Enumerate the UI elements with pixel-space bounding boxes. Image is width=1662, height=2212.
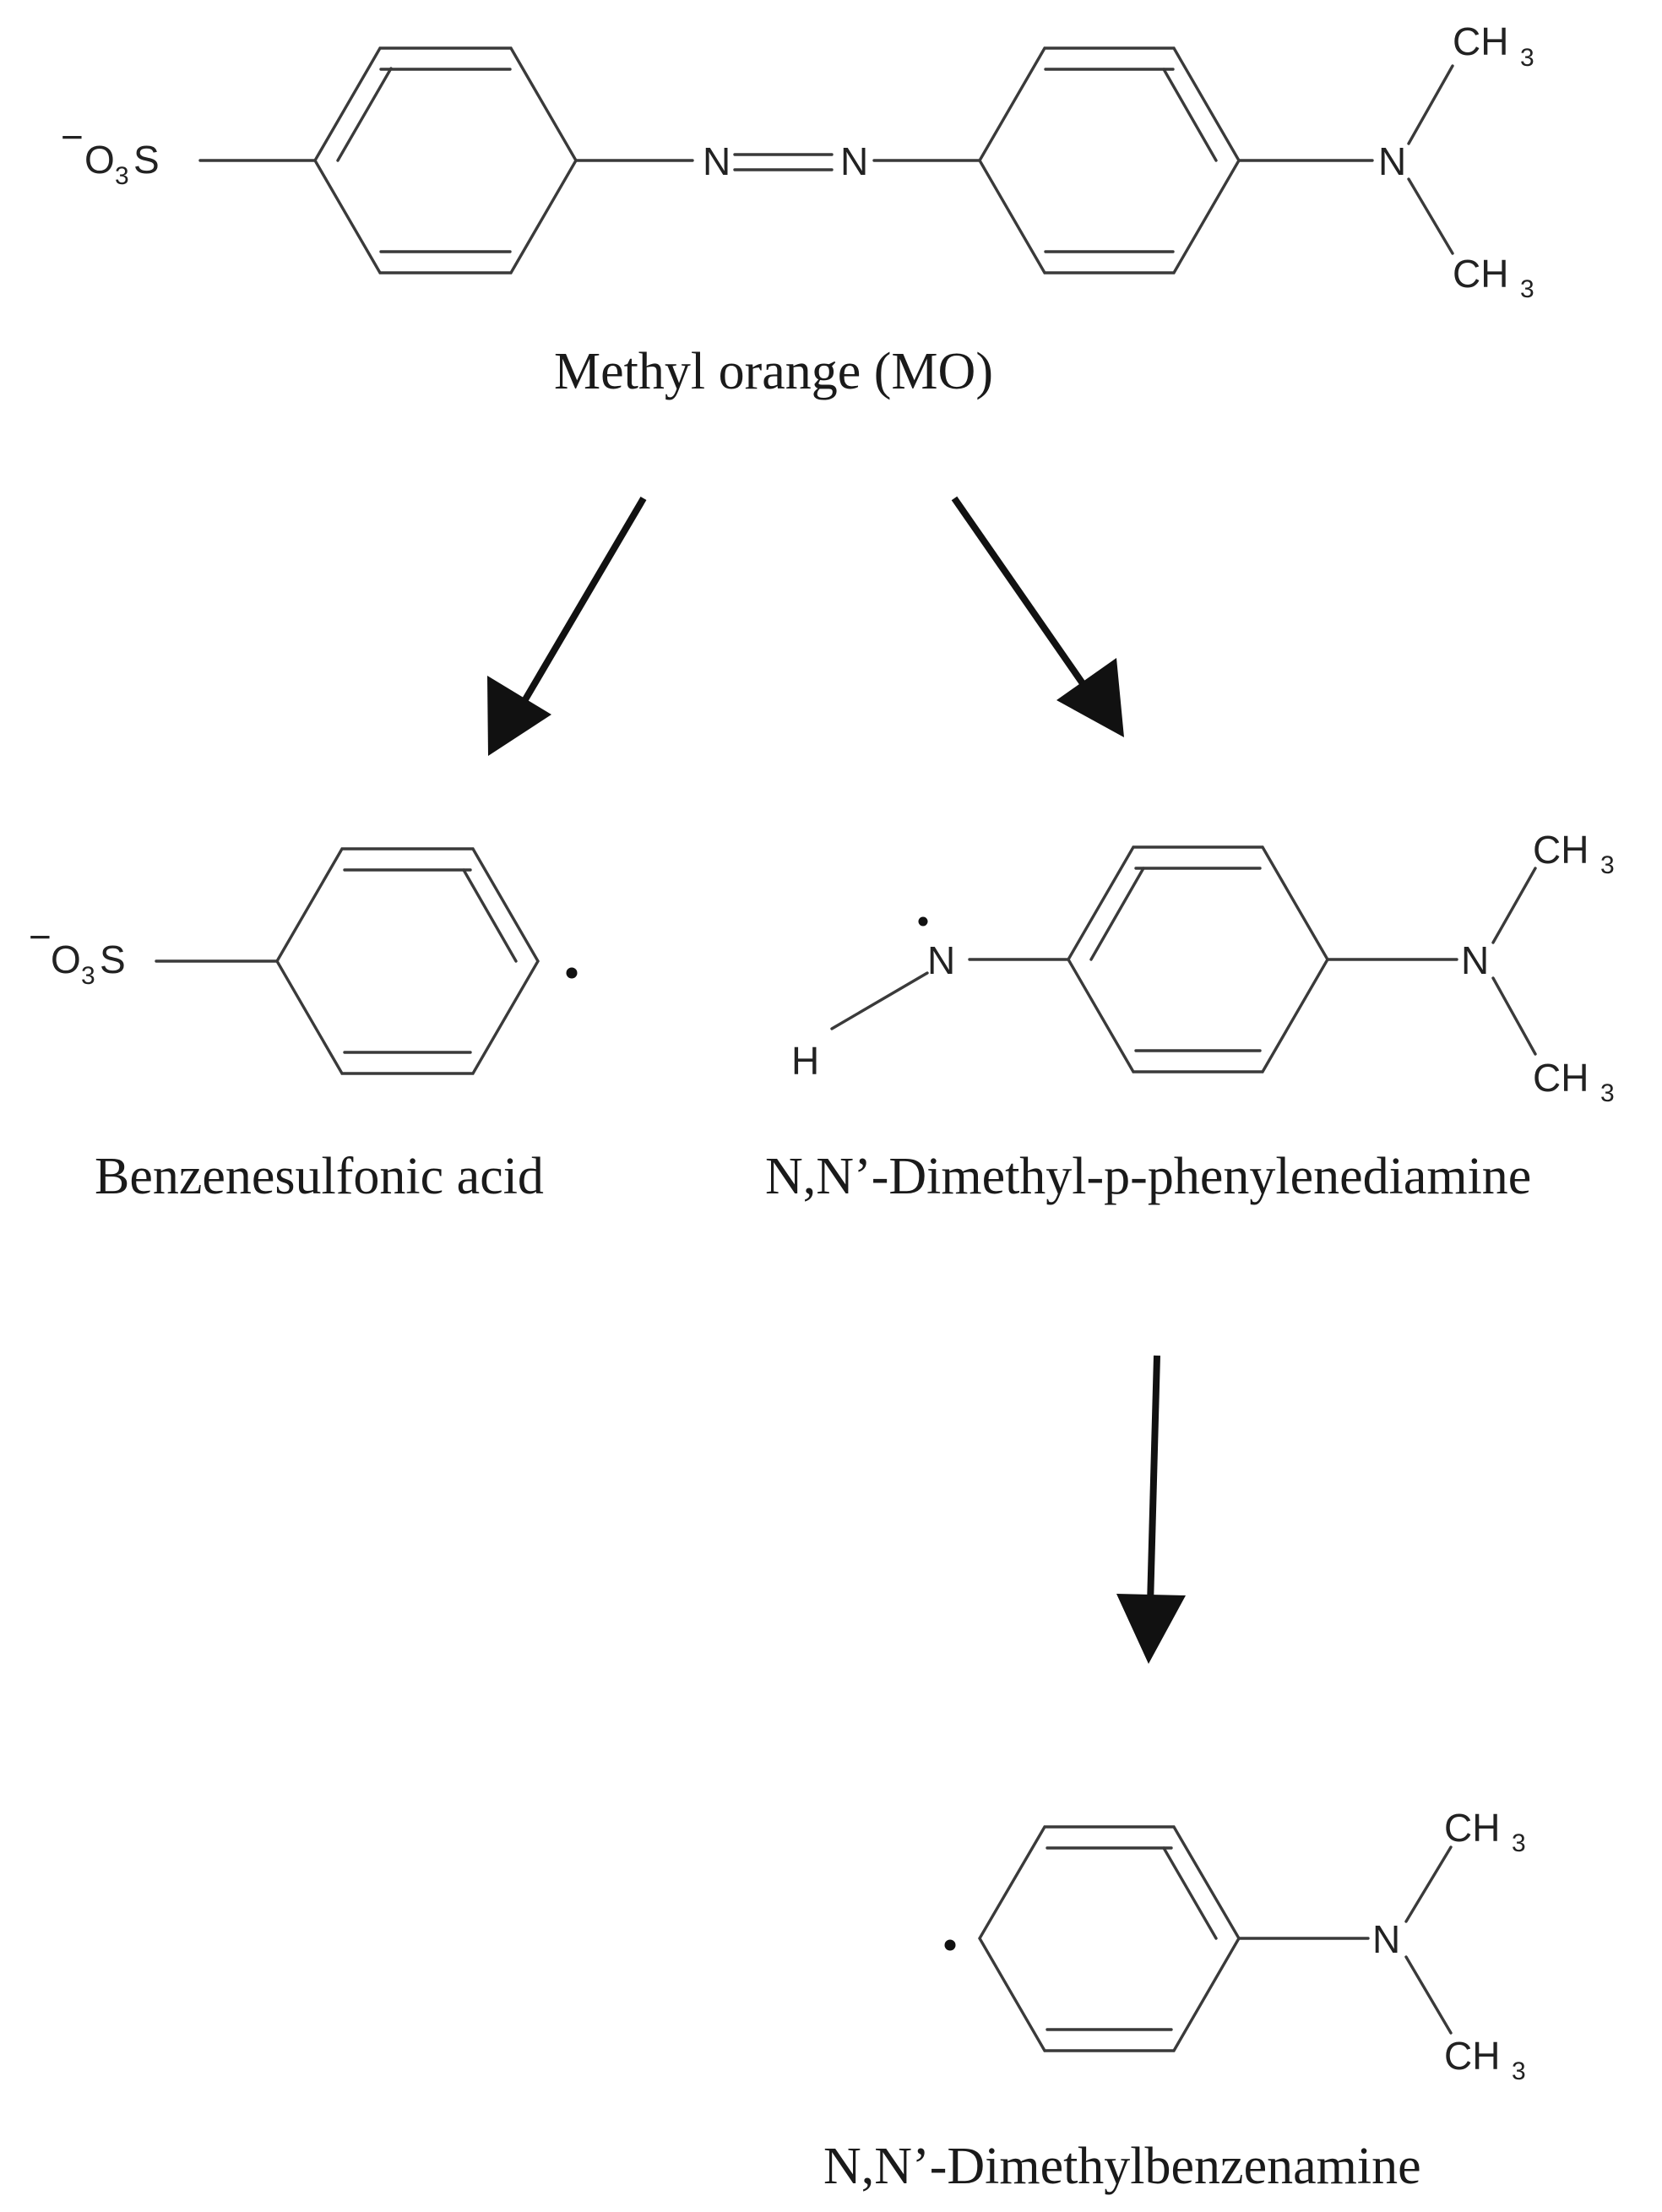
caption-dmppd: N,N’-Dimethyl-p-phenylenediamine: [765, 1148, 1531, 1205]
methyl-orange-structure: − O 3 S N N N CH 3 CH 3: [61, 19, 1534, 303]
ring-benzenesulfonic: [275, 847, 540, 1075]
methyl-bottom-label: CH: [1453, 252, 1508, 296]
arrow-down: [1116, 1355, 1186, 1664]
dmba-structure: N CH 3 CH 3: [944, 1806, 1526, 2085]
methyl-bottom-label: CH: [1444, 2034, 1500, 2078]
benzenesulfonic-structure: − O 3 S: [29, 847, 578, 1075]
minus-charge: −: [29, 915, 52, 959]
azo-nitrogen-2: N: [840, 139, 868, 183]
methyl-top-subscript: 3: [1512, 1829, 1526, 1857]
caption-benzenesulfonic: Benzenesulfonic acid: [95, 1148, 544, 1205]
methyl-top-subscript: 3: [1520, 44, 1534, 72]
azo-nitrogen-1: N: [703, 139, 731, 183]
radical-dot: [566, 967, 578, 979]
amine-nitrogen: N: [1378, 139, 1406, 183]
ring-right: [978, 46, 1241, 274]
dmppd-structure: N H N CH 3 CH 3: [791, 828, 1615, 1107]
minus-charge: −: [61, 115, 84, 159]
methyl-bottom-subscript: 3: [1600, 1079, 1615, 1107]
subscript-3: 3: [81, 962, 95, 990]
radical-dot: [944, 1939, 956, 1951]
oxygen-label: O: [51, 938, 81, 981]
oxygen-label: O: [84, 138, 115, 182]
ring-left: [313, 46, 578, 274]
sulfur-label: S: [133, 138, 160, 182]
methyl-top-label: CH: [1533, 828, 1589, 872]
ring-dmppd: [1067, 845, 1329, 1073]
nitrogen-radical-label: N: [927, 938, 955, 982]
arrow-left: [487, 496, 647, 756]
subscript-3: 3: [115, 162, 129, 190]
caption-dmba: N,N’-Dimethylbenzenamine: [823, 2138, 1421, 2195]
methyl-bottom-subscript: 3: [1512, 2057, 1526, 2085]
methyl-bottom-label: CH: [1533, 1056, 1589, 1100]
methyl-top-label: CH: [1453, 19, 1508, 63]
methyl-top-label: CH: [1444, 1806, 1500, 1850]
arrow-right: [951, 496, 1124, 737]
methyl-top-subscript: 3: [1600, 851, 1615, 879]
hydrogen-label: H: [791, 1039, 819, 1083]
sulfur-label: S: [100, 938, 126, 981]
ring-dmba: [978, 1825, 1241, 2052]
amine-nitrogen: N: [1372, 1917, 1400, 1961]
amine-nitrogen: N: [1461, 938, 1489, 982]
methyl-bottom-subscript: 3: [1520, 275, 1534, 303]
caption-methyl-orange: Methyl orange (MO): [554, 343, 993, 400]
radical-dot: [918, 916, 928, 927]
